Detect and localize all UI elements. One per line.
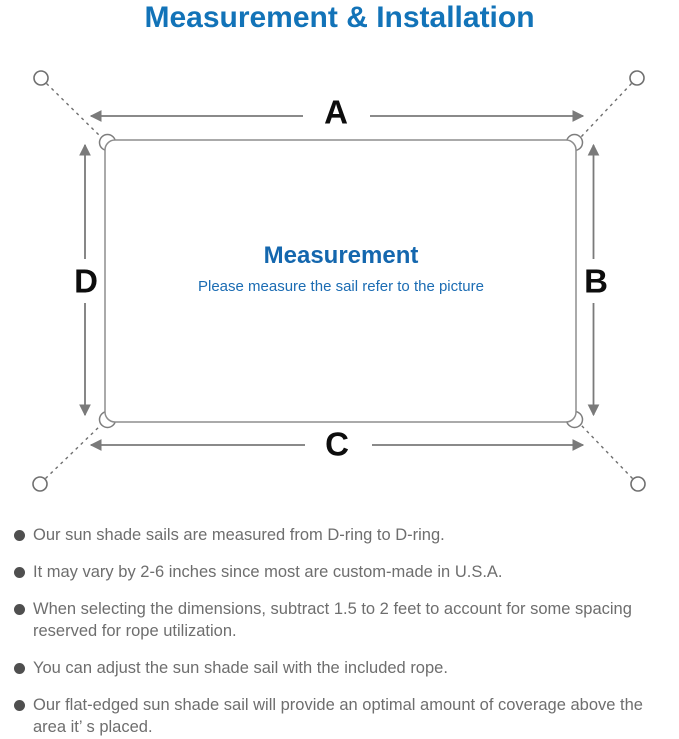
bullet-dot-icon xyxy=(14,700,25,711)
anchor-circle-icon xyxy=(32,70,646,492)
diagram-center-text: Measurement Please measure the sail refe… xyxy=(105,241,577,296)
note-text: It may vary by 2-6 inches since most are… xyxy=(33,563,503,581)
bullet-dot-icon xyxy=(14,663,25,674)
diagram-subheading: Please measure the sail refer to the pic… xyxy=(198,278,484,295)
notes-list: Our sun shade sails are measured from D-… xyxy=(0,524,679,739)
page-title: Measurement & Installation xyxy=(144,1,535,34)
sail-measurement-diagram: A B C D Measurement Please measure the s… xyxy=(0,60,679,520)
dashed-tie-line xyxy=(45,83,634,480)
note-text: Our flat-edged sun shade sail will provi… xyxy=(33,696,643,736)
dimension-label-a: A xyxy=(324,93,348,131)
dimension-label-b: B xyxy=(584,262,608,300)
list-item: You can adjust the sun shade sail with t… xyxy=(14,657,675,679)
note-text: When selecting the dimensions, subtract … xyxy=(33,600,632,640)
list-item: Our flat-edged sun shade sail will provi… xyxy=(14,694,675,738)
sail-outline xyxy=(104,139,577,423)
dimension-label-d: D xyxy=(74,262,98,300)
note-text: You can adjust the sun shade sail with t… xyxy=(33,659,448,677)
list-item: Our sun shade sails are measured from D-… xyxy=(14,524,675,546)
diagram-heading: Measurement xyxy=(263,242,419,269)
bullet-dot-icon xyxy=(14,530,25,541)
list-item: When selecting the dimensions, subtract … xyxy=(14,598,675,642)
bullet-dot-icon xyxy=(14,604,25,615)
dimension-label-c: C xyxy=(325,425,349,463)
bullet-dot-icon xyxy=(14,567,25,578)
sail-diagram-graphic xyxy=(32,70,646,492)
note-text: Our sun shade sails are measured from D-… xyxy=(33,526,445,544)
list-item: It may vary by 2-6 inches since most are… xyxy=(14,561,675,583)
dimension-arrows xyxy=(79,110,600,451)
